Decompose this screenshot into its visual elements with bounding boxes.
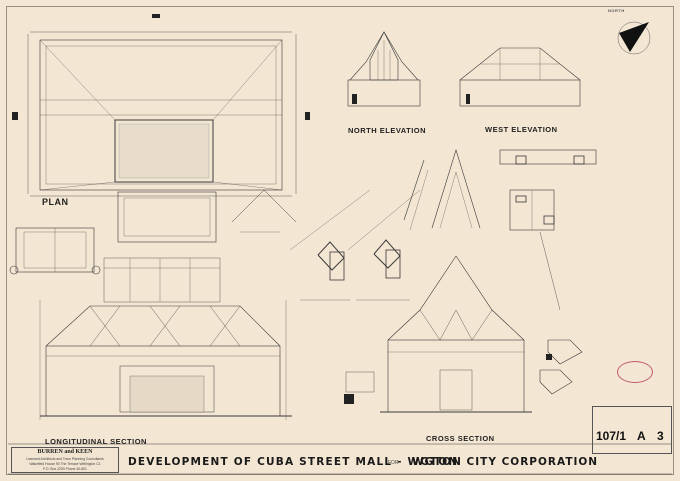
drawing-number-block: 107/1 A 3 (592, 406, 672, 454)
approval-stamp (617, 361, 653, 383)
gutter-details (499, 149, 597, 395)
plan-view-title: PLAN (42, 197, 69, 207)
firm-name: BURREN and KEEN (37, 449, 93, 455)
longitudinal-section-drawing (39, 257, 292, 420)
firm-line-1: Licensed Architects and Town Planning Co… (26, 457, 104, 461)
north-label: NORTH (608, 8, 625, 13)
west-elevation-drawing (459, 47, 581, 107)
sheet-border (6, 6, 674, 475)
firm-title-block: BURREN and KEEN Licensed Architects and … (11, 447, 119, 473)
north-elevation-drawing (347, 31, 421, 107)
sheet-number: 3 (657, 429, 664, 443)
west-elevation-title: WEST ELEVATION (485, 125, 558, 134)
gutter-plan-detail (9, 191, 217, 275)
client-name: WGTON CITY CORPORATION (412, 456, 599, 468)
north-arrow (617, 21, 651, 55)
a-frame-detail (403, 148, 481, 231)
sheet-letter: A (637, 429, 646, 443)
longitudinal-section-title: LONGITUDINAL SECTION (45, 437, 147, 446)
cross-section-title: CROSS SECTION (426, 434, 495, 443)
project-title: DEVELOPMENT OF CUBA STREET MALL - WGTON (128, 456, 459, 468)
firm-line-3: P.O. Box 2293 Phone 40-801 (43, 467, 87, 471)
section-details (231, 189, 421, 301)
title-for: FOR (388, 460, 399, 466)
plan-drawing (27, 31, 297, 197)
north-elevation-title: NORTH ELEVATION (348, 126, 427, 135)
drawing-number: 107/1 (596, 429, 627, 443)
cross-section-drawing (344, 255, 532, 413)
firm-line-2: Wakefield House 90 The Terrace Wellingto… (29, 462, 101, 466)
